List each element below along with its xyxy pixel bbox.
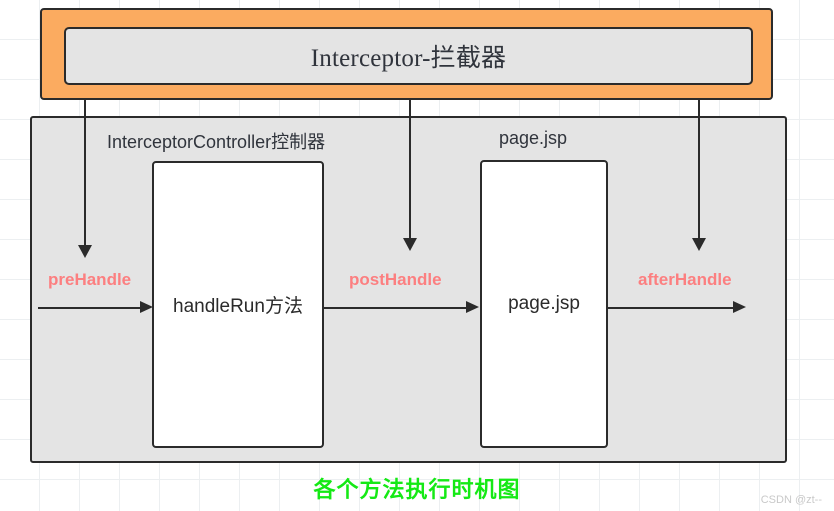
afterHandle-drop-line (698, 100, 700, 239)
response-outbound-arrowhead-icon (733, 301, 746, 313)
node-handlerun-method: handleRun方法 (152, 161, 324, 448)
request-inbound-arrowhead-icon (140, 301, 153, 313)
response-outbound-line (608, 307, 736, 309)
label-posthandle: postHandle (349, 270, 442, 289)
caption-page-jsp: page.jsp (499, 128, 568, 148)
figure-caption: 各个方法执行时机图 (313, 477, 521, 502)
request-inbound-line (38, 307, 143, 309)
watermark-label: CSDN @zt-- (760, 494, 822, 506)
node-page-jsp-label: page.jsp (508, 293, 580, 314)
interceptor-title-box: Interceptor-拦截器 (64, 27, 753, 85)
node-handlerun-label: handleRun方法 (173, 296, 303, 317)
controller-to-page-arrowhead-icon (466, 301, 479, 313)
node-page-jsp: page.jsp (480, 160, 608, 448)
label-prehandle: preHandle (48, 270, 132, 289)
interceptor-title-label: Interceptor-拦截器 (310, 45, 507, 72)
preHandle-drop-line (84, 100, 86, 246)
caption-interceptor-controller: InterceptorController控制器 (107, 132, 326, 152)
label-afterhandle: afterHandle (638, 270, 732, 289)
postHandle-arrowhead-icon (403, 238, 417, 251)
afterHandle-arrowhead-icon (692, 238, 706, 251)
preHandle-arrowhead-icon (78, 245, 92, 258)
interceptor-band: Interceptor-拦截器 (40, 8, 773, 100)
postHandle-drop-line (409, 100, 411, 239)
controller-to-page-line (324, 307, 468, 309)
